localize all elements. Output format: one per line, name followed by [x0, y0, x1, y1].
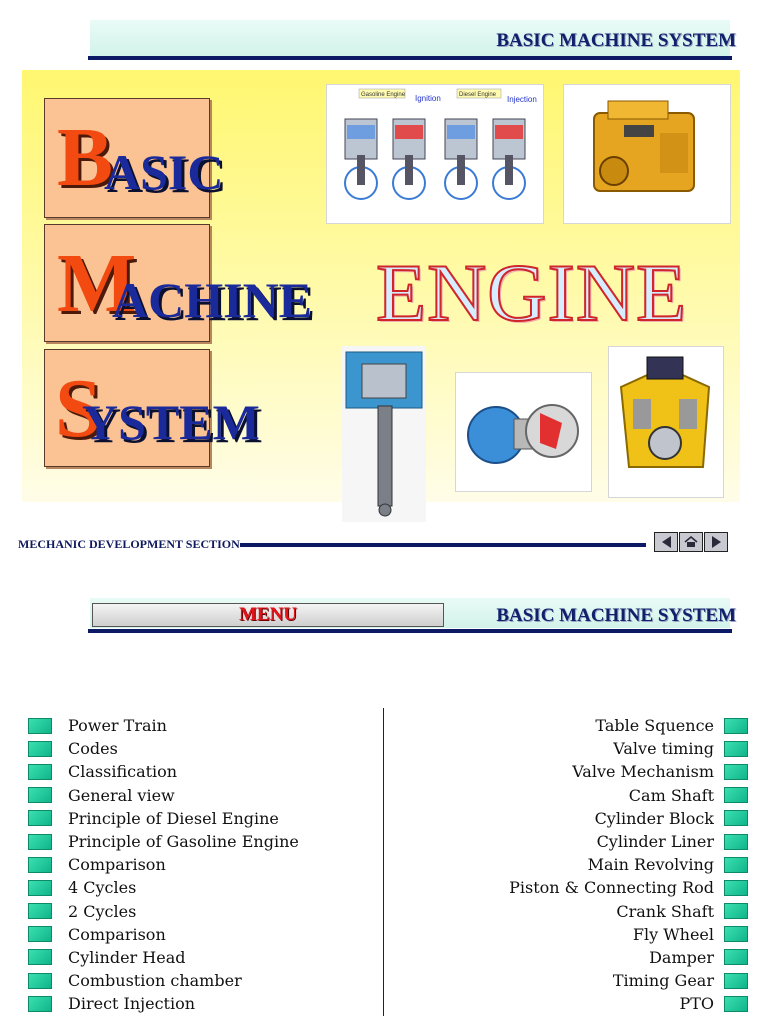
menu-title: BASIC MACHINE SYSTEM — [496, 605, 736, 626]
label-gasoline-engine: Gasoline Engine — [361, 92, 406, 98]
square-bullet-icon — [724, 787, 748, 804]
home-button[interactable] — [679, 532, 703, 552]
footer-rule — [240, 543, 646, 547]
menu-item[interactable]: Fly Wheel — [509, 923, 748, 946]
menu-item[interactable]: Principle of Diesel Engine — [28, 807, 299, 830]
arrow-right-icon — [711, 536, 721, 548]
menu-item[interactable]: Main Revolving — [509, 853, 748, 876]
menu-button[interactable]: MENU — [92, 603, 444, 627]
square-bullet-icon — [28, 903, 52, 920]
menu-item[interactable]: Cylinder Liner — [509, 830, 748, 853]
menu-rule — [88, 629, 732, 633]
engine-word: ENGINE — [375, 246, 688, 339]
label-injection: Injection — [507, 95, 537, 104]
menu-item[interactable]: Combustion chamber — [28, 969, 299, 992]
square-bullet-icon — [28, 972, 52, 989]
home-icon — [684, 536, 698, 547]
menu-item[interactable]: General view — [28, 784, 299, 807]
square-bullet-icon — [28, 810, 52, 827]
square-bullet-icon — [724, 995, 748, 1012]
menu-item[interactable]: Damper — [509, 946, 748, 969]
menu-item[interactable]: Direct Injection — [28, 992, 299, 1015]
piston-rod-image — [342, 346, 426, 522]
letter-box-s: S — [44, 349, 210, 467]
square-bullet-icon — [28, 740, 52, 757]
square-bullet-icon — [28, 856, 52, 873]
menu-item[interactable]: Valve Mechanism — [509, 760, 748, 783]
word-rest-ystem: YSTEM — [82, 394, 260, 450]
word-rest-achine: ACHINE — [112, 272, 313, 328]
menu-item[interactable]: Cylinder Head — [28, 946, 299, 969]
menu-item[interactable]: Cylinder Block — [509, 807, 748, 830]
cylinder-1 — [344, 118, 378, 200]
initial-letter-b: B — [57, 111, 114, 204]
menu-item[interactable]: Power Train — [28, 714, 299, 737]
menu-item[interactable]: Comparison — [28, 853, 299, 876]
menu-item[interactable]: 2 Cycles — [28, 900, 299, 923]
section-footer: MECHANIC DEVELOPMENT SECTION — [18, 537, 240, 551]
turbocharger-image — [455, 372, 592, 492]
next-button[interactable] — [704, 532, 728, 552]
square-bullet-icon — [28, 717, 52, 734]
square-bullet-icon — [28, 926, 52, 943]
arrow-left-icon — [661, 536, 671, 548]
menu-item[interactable]: Piston & Connecting Rod — [509, 876, 748, 899]
square-bullet-icon — [28, 787, 52, 804]
square-bullet-icon — [28, 879, 52, 896]
menu-item[interactable]: Valve timing — [509, 737, 748, 760]
square-bullet-icon — [724, 903, 748, 920]
square-bullet-icon — [724, 740, 748, 757]
header-title: BASIC MACHINE SYSTEM — [496, 30, 736, 51]
menu-item[interactable]: PTO — [509, 992, 748, 1015]
square-bullet-icon — [28, 763, 52, 780]
square-bullet-icon — [724, 810, 748, 827]
menu-item[interactable]: Crank Shaft — [509, 900, 748, 923]
menu-list-right: Table Squence Valve timing Valve Mechani… — [509, 714, 748, 1015]
menu-item[interactable]: Comparison — [28, 923, 299, 946]
letter-box-b: B — [44, 98, 210, 218]
menu-item[interactable]: Cam Shaft — [509, 784, 748, 807]
word-rest-asic: ASIC — [104, 144, 224, 200]
menu-item[interactable]: Principle of Gasoline Engine — [28, 830, 299, 853]
square-bullet-icon — [28, 833, 52, 850]
label-ignition: Ignition — [415, 94, 441, 103]
initial-letter-m: M — [57, 237, 137, 330]
header-rule — [88, 56, 732, 60]
prev-button[interactable] — [654, 532, 678, 552]
header-band — [90, 20, 730, 56]
square-bullet-icon — [28, 949, 52, 966]
engine-cycle-diagram: Gasoline Engine Ignition Diesel Engine I… — [326, 84, 544, 224]
column-divider — [383, 708, 384, 1016]
square-bullet-icon — [724, 879, 748, 896]
menu-item[interactable]: Timing Gear — [509, 969, 748, 992]
label-diesel-engine: Diesel Engine — [459, 92, 497, 98]
square-bullet-icon — [724, 972, 748, 989]
square-bullet-icon — [724, 926, 748, 943]
menu-item[interactable]: 4 Cycles — [28, 876, 299, 899]
square-bullet-icon — [724, 949, 748, 966]
engine-photo — [563, 84, 731, 224]
menu-list-left: Power Train Codes Classification General… — [28, 714, 299, 1015]
cylinder-3 — [444, 118, 478, 200]
square-bullet-icon — [724, 763, 748, 780]
initial-letter-s: S — [55, 362, 102, 455]
square-bullet-icon — [724, 833, 748, 850]
cylinder-4 — [492, 118, 526, 200]
square-bullet-icon — [724, 856, 748, 873]
square-bullet-icon — [28, 995, 52, 1012]
cylinder-2 — [392, 118, 426, 200]
menu-item[interactable]: Codes — [28, 737, 299, 760]
menu-item[interactable]: Classification — [28, 760, 299, 783]
letter-box-m: M — [44, 224, 210, 342]
menu-item[interactable]: Table Squence — [509, 714, 748, 737]
square-bullet-icon — [724, 717, 748, 734]
v-engine-image — [608, 346, 724, 498]
